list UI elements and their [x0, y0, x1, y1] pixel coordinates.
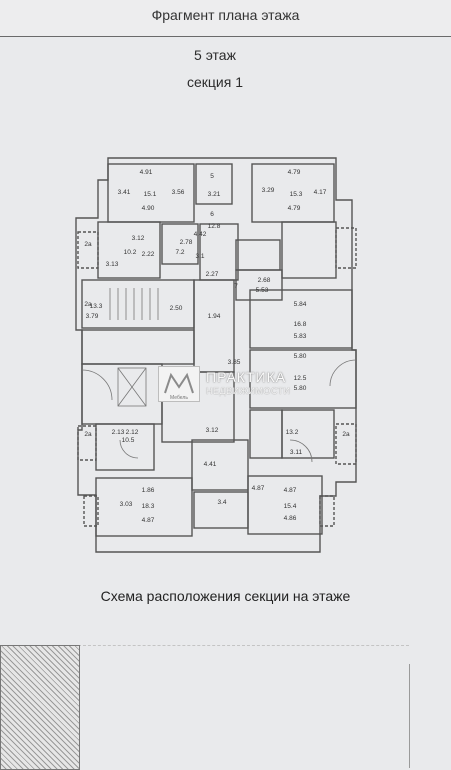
watermark-logo: Мебель	[158, 366, 200, 402]
watermark-logo-text: Мебель	[170, 395, 188, 401]
scheme-title: Схема расположения секции на этаже	[100, 588, 351, 604]
watermark-line2: НЕДВИЖИМОСТИ	[206, 386, 291, 396]
room-right-6	[249, 409, 283, 459]
plan-dimension-label: 2.68	[258, 277, 271, 284]
plan-outer-wall	[75, 157, 357, 553]
plan-dimension-label: 2.22	[142, 251, 155, 258]
plan-dimension-label: 15.3	[290, 191, 303, 198]
balcony-bottom-right	[319, 495, 335, 527]
plan-dimension-label: 4.87	[252, 485, 265, 492]
plan-dimension-label: 4.79	[288, 205, 301, 212]
plan-dimension-label: 2а	[84, 301, 92, 308]
plan-dimension-label: 4.90	[142, 205, 155, 212]
plan-dimension-label: 13.2	[286, 429, 299, 436]
plan-dimension-label: 3.21	[208, 191, 221, 198]
plan-dimension-label: 4.17	[314, 189, 327, 196]
plan-dimension-label: 4.87	[284, 487, 297, 494]
plan-dimension-label: 2а	[84, 241, 92, 248]
balcony-right-1	[335, 227, 357, 269]
watermark: Мебель ПРАКТИКА НЕДВИЖИМОСТИ	[158, 366, 298, 402]
watermark-line1: ПРАКТИКА	[206, 369, 287, 385]
plan-dimension-label: 4.87	[142, 517, 155, 524]
plan-dimension-label: 5.83	[294, 333, 307, 340]
plan-dimension-label: 12.5	[294, 375, 307, 382]
plan-dimension-label: 5.84	[294, 301, 307, 308]
room-bottom-right	[247, 475, 323, 535]
room-left-5	[95, 423, 155, 471]
plan-dimension-label: 3.4	[217, 499, 226, 506]
plan-dimension-label: 1.94	[208, 313, 221, 320]
plan-dimension-label: 7	[234, 283, 238, 290]
plan-dimension-label: 2.50	[170, 305, 183, 312]
floor-plan-drawing: 4.91 15.1 4.90 3.56 3.41 5 3.21 4.79 15.3 4.79 3.2…	[75, 157, 357, 553]
plan-dimension-label: 4.42	[194, 231, 207, 238]
scheme-outline-top	[78, 645, 409, 646]
plan-dimension-label: 3.12	[132, 235, 145, 242]
plan-dimension-label: 3.12	[206, 427, 219, 434]
plan-dimension-label: 3.85	[228, 359, 241, 366]
plan-dimension-label: 2а	[84, 431, 92, 438]
header-band	[0, 0, 451, 37]
plan-dimension-label: 3.03	[120, 501, 133, 508]
plan-dimension-label: 3.56	[172, 189, 185, 196]
plan-dimension-label: 2.12	[126, 429, 139, 436]
plan-dimension-label: 4.91	[140, 169, 153, 176]
room-right-3	[235, 269, 283, 301]
room-top-middle	[195, 163, 233, 205]
plan-dimension-label: 5.80	[294, 353, 307, 360]
room-left-3	[81, 329, 195, 365]
plan-dimension-label: 6	[210, 211, 214, 218]
room-bottom-left	[95, 477, 193, 537]
scheme-outline-right	[409, 664, 410, 768]
plan-labels: 4.91 15.1 4.90 3.56 3.41 5 3.21 4.79 15.3 4.79 3.2…	[84, 169, 350, 524]
plan-dimension-label: 5.53	[256, 287, 269, 294]
room-right-4	[249, 289, 353, 349]
plan-dimension-label: 3.11	[290, 449, 303, 456]
floor-label: 5 этаж	[194, 47, 236, 63]
room-right-7	[281, 409, 335, 459]
plan-dimension-label: 12.8	[208, 223, 221, 230]
plan-dimension-label: 4.79	[288, 169, 301, 176]
room-bottom-center	[193, 491, 249, 529]
room-right-5	[249, 349, 357, 409]
plan-dimension-label: 2.13	[112, 429, 125, 436]
plan-dimension-label: 2.27	[206, 271, 219, 278]
balcony-left-2	[77, 425, 97, 461]
plan-dimension-label: 15.4	[284, 503, 297, 510]
plan-dimension-label: 5	[210, 173, 214, 180]
plan-dimension-label: 3.13	[106, 261, 119, 268]
room-center-5	[191, 439, 249, 491]
plan-dimension-label: 2а	[342, 431, 350, 438]
plan-dimension-label: 5.80	[294, 385, 307, 392]
balcony-right-2	[335, 423, 357, 465]
document-title: Фрагмент плана этажа	[151, 7, 300, 23]
plan-dimension-label: 2.78	[180, 239, 193, 246]
room-right-1	[281, 221, 337, 279]
plan-dimension-label: 3.1	[195, 253, 204, 260]
plan-dimension-label: 13.3	[90, 303, 103, 310]
room-right-2	[235, 239, 281, 271]
plan-dimension-label: 4.86	[284, 515, 297, 522]
plan-dimension-label: 16.8	[294, 321, 307, 328]
plan-dimension-label: 7.2	[175, 249, 184, 256]
balcony-left-1	[77, 231, 99, 269]
plan-dimension-label: 3.41	[118, 189, 131, 196]
section-label: секция 1	[186, 74, 243, 90]
balcony-bottom-left	[83, 495, 99, 527]
room-center-1	[161, 223, 199, 265]
plan-dimension-label: 3.79	[86, 313, 99, 320]
plan-dimension-label: 15.1	[144, 191, 157, 198]
plan-dimension-label: 18.3	[142, 503, 155, 510]
plan-dimension-label: 1.86	[142, 487, 155, 494]
floor-plan: 4.91 15.1 4.90 3.56 3.41 5 3.21 4.79 15.3 4.79 3.2…	[0, 140, 451, 580]
plan-dimension-label: 4.41	[204, 461, 217, 468]
plan-dimension-label: 10.5	[122, 437, 135, 444]
plan-dimension-label: 10.2	[124, 249, 137, 256]
scheme-hatched-section	[0, 645, 80, 770]
plan-dimension-label: 3.29	[262, 187, 275, 194]
